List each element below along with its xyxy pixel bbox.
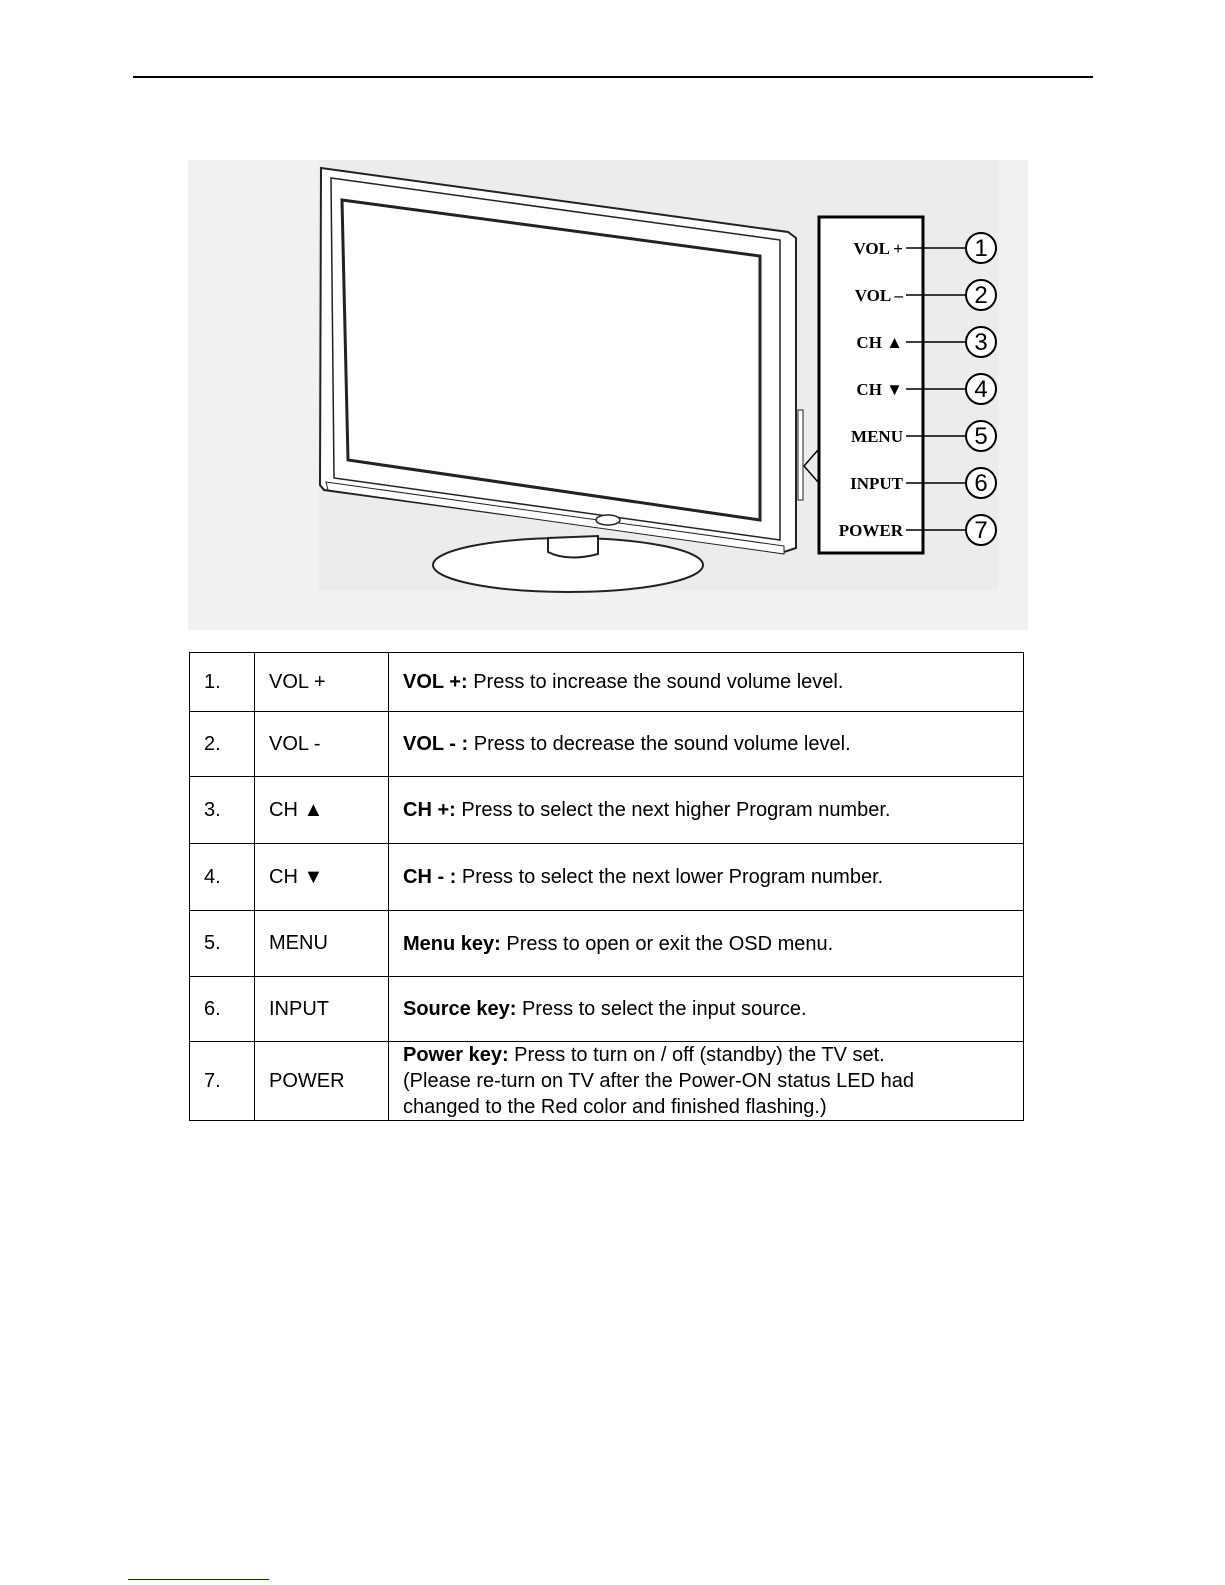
table-row: 4.CH ▼ CH - : Press to select the next lo… — [189, 843, 1024, 911]
callout-circle-2 — [965, 279, 997, 311]
control-panel-box — [817, 215, 925, 555]
table-row: 3.CH ▲ CH +: Press to select the next hig… — [189, 776, 1024, 844]
callout-number-1: 1 — [974, 235, 987, 262]
description-line: (Please re-turn on TV after the Power-ON… — [403, 1070, 914, 1092]
callout-circle-1 — [965, 232, 997, 264]
key-name: VOL - — [254, 711, 389, 777]
callout-circle-3 — [965, 326, 997, 358]
callout-number-6: 6 — [974, 470, 987, 497]
row-number: 6. — [189, 976, 255, 1042]
table-row: 5.MENU Menu key: Press to open or exit th… — [189, 910, 1024, 977]
callout-circle-4 — [965, 373, 997, 405]
key-description: CH - : Press to select the next lower Pr… — [388, 843, 1024, 911]
key-name: POWER — [254, 1041, 389, 1121]
table-row: 2.VOL - VOL - : Press to decrease the sou… — [189, 711, 1024, 777]
callout-circle-7 — [965, 514, 997, 546]
tv-lower-strip — [325, 481, 785, 555]
row-number: 3. — [189, 776, 255, 844]
key-description: Power key: Press to turn on / off (stand… — [388, 1041, 1024, 1121]
description-title: CH - : — [403, 866, 457, 888]
table-row: 6.INPUT Source key: Press to select the i… — [189, 976, 1024, 1042]
panel-label-2: VOL – — [855, 286, 904, 305]
description-title: CH +: — [403, 799, 456, 821]
description-line: CH - : Press to select the next lower Pr… — [403, 866, 884, 888]
callout-number-7: 7 — [974, 517, 987, 544]
row-number: 7. — [189, 1041, 255, 1121]
tv-stand-neck — [547, 534, 599, 559]
key-description: Menu key: Press to open or exit the OSD … — [388, 910, 1024, 977]
description-line: VOL +: Press to increase the sound volum… — [403, 671, 844, 693]
tv-screen — [340, 198, 762, 522]
panel-pointer-top — [803, 449, 819, 467]
table-row: 1.VOL + VOL +: Press to increase the soun… — [189, 652, 1024, 712]
description-title: VOL - : — [403, 733, 469, 755]
description-line: CH +: Press to select the next higher Pr… — [403, 799, 891, 821]
description-title: Power key: — [403, 1044, 509, 1066]
tv-bezel-inner — [330, 177, 781, 541]
power-led — [595, 514, 621, 526]
table-row: 7.POWER Power key: Press to turn on / off… — [189, 1041, 1024, 1121]
panel-pointer-bottom — [803, 465, 819, 483]
key-description: Source key: Press to select the input so… — [388, 976, 1024, 1042]
panel-label-1: VOL + — [854, 239, 904, 258]
control-keys-table: 1.VOL + VOL +: Press to increase the soun… — [189, 652, 1024, 1121]
description-line: changed to the Red color and finished fl… — [403, 1096, 827, 1118]
key-description: VOL - : Press to decrease the sound volu… — [388, 711, 1024, 777]
description-line: VOL - : Press to decrease the sound volu… — [403, 733, 851, 755]
panel-label-4: CH ▼ — [856, 380, 903, 399]
row-number: 2. — [189, 711, 255, 777]
row-number: 4. — [189, 843, 255, 911]
panel-label-6: INPUT — [850, 474, 904, 493]
side-button-strip — [797, 409, 804, 501]
key-description: VOL +: Press to increase the sound volum… — [388, 652, 1024, 712]
panel-label-7: POWER — [839, 521, 904, 540]
panel-label-5: MENU — [851, 427, 903, 446]
footer-link-underline — [128, 1579, 269, 1580]
panel-label-3: CH ▲ — [856, 333, 903, 352]
description-line: Menu key: Press to open or exit the OSD … — [403, 932, 834, 955]
key-name: INPUT — [254, 976, 389, 1042]
callout-number-4: 4 — [974, 376, 987, 403]
header-rule — [133, 76, 1093, 78]
callout-circle-6 — [965, 467, 997, 499]
key-name: MENU — [254, 910, 389, 977]
key-name: VOL + — [254, 652, 389, 712]
row-number: 1. — [189, 652, 255, 712]
description-title: Menu key: — [403, 932, 501, 955]
description-title: VOL +: — [403, 671, 468, 693]
key-name: CH ▼ — [254, 843, 389, 911]
control-keys-body: 1.VOL + VOL +: Press to increase the soun… — [189, 652, 1024, 1121]
callout-number-3: 3 — [974, 329, 987, 356]
callout-circle-5 — [965, 420, 997, 452]
description-title: Source key: — [403, 998, 517, 1020]
key-name: CH ▲ — [254, 776, 389, 844]
description-line: Source key: Press to select the input so… — [403, 998, 807, 1020]
key-description: CH +: Press to select the next higher Pr… — [388, 776, 1024, 844]
callout-number-2: 2 — [974, 282, 987, 309]
description-line: Power key: Press to turn on / off (stand… — [403, 1044, 885, 1066]
callout-number-5: 5 — [974, 423, 987, 450]
row-number: 5. — [189, 910, 255, 977]
